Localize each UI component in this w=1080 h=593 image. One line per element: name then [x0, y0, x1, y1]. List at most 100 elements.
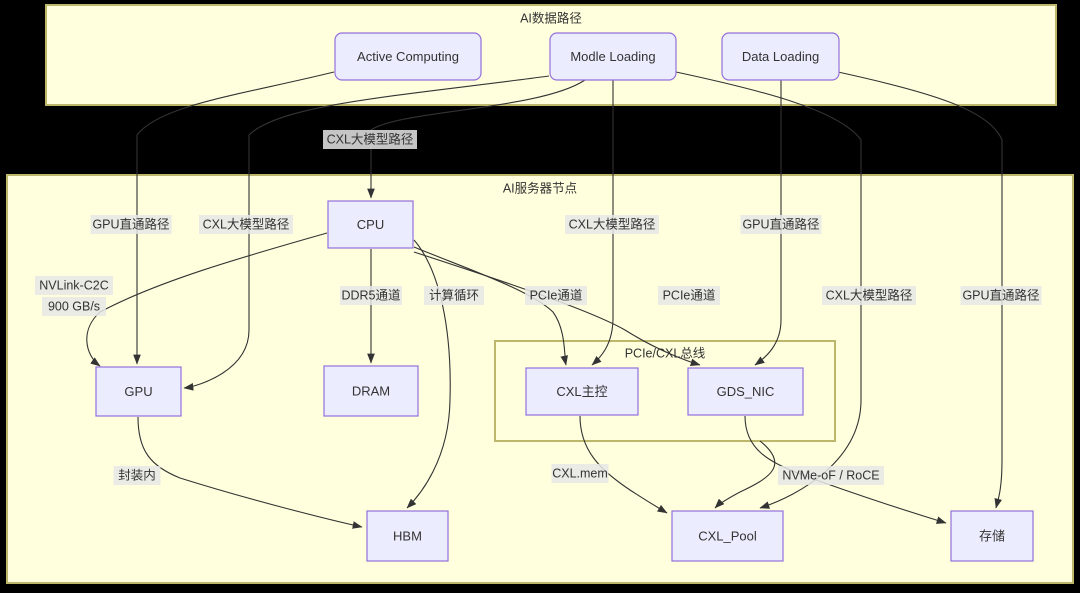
node-gds-nic-label: GDS_NIC [717, 384, 775, 399]
e-modle-to-cxlpool [675, 71, 862, 509]
lbl-nvmeof-roce-bg [778, 466, 884, 485]
e-cpu-to-gdsnic [413, 251, 701, 367]
lbl-gpu-direct-1: GPU直通路径 [90, 215, 172, 234]
lbl-compute-loop: 计算循环 [424, 286, 484, 305]
e-cpu-to-gpu-nvlink [86, 232, 328, 367]
cluster-pcie-cxl-bus-title: PCIe/CXL总线 [625, 346, 706, 360]
lbl-cxl-mem-bg [551, 464, 609, 483]
lbl-cxl-path-top-bg [323, 130, 417, 149]
lbl-cxl-path-1-text: CXL大模型路径 [203, 216, 290, 231]
lbl-cxl-path-2-bg [565, 215, 659, 234]
node-gds-nic[interactable]: GDS_NIC [687, 367, 804, 416]
node-storage[interactable]: 存储 [950, 510, 1034, 562]
lbl-gpu-direct-3: GPU直通路径 [960, 286, 1042, 305]
edge-label-group: CXL大模型路径 GPU直通路径 CXL大模型路径 CXL大模型路径 GPU直通路径 NV… [35, 130, 1042, 485]
node-dram-label: DRAM [352, 383, 390, 398]
node-data-loading-label: Data Loading [742, 49, 819, 64]
lbl-cxl-path-top: CXL大模型路径 [323, 130, 417, 149]
node-cpu-label: CPU [357, 217, 384, 232]
node-data-loading-box[interactable] [721, 32, 840, 81]
lbl-ddr5: DDR5通道 [340, 286, 402, 305]
lbl-nvmeof-roce: NVMe-oF / RoCE [778, 466, 884, 485]
node-group: Active Computing Modle Loading Data Loadin… [95, 32, 1034, 562]
lbl-cxl-path-3: CXL大模型路径 [822, 286, 916, 305]
node-modle-loading-box[interactable] [549, 32, 677, 81]
e-gdsnic-to-cxlpool-x [714, 440, 776, 509]
node-dram[interactable]: DRAM [323, 365, 419, 417]
lbl-cxl-path-1-bg [199, 215, 293, 234]
node-active-computing-box[interactable] [334, 32, 482, 81]
node-hbm[interactable]: HBM [366, 510, 449, 562]
lbl-gpu-direct-3-bg [960, 286, 1042, 305]
lbl-nvlink-line2-text: 900 GB/s [48, 299, 100, 313]
node-active-computing-label: Active Computing [357, 49, 459, 64]
node-cxl-pool-label: CXL_Pool [698, 528, 757, 543]
node-storage-label: 存储 [979, 528, 1005, 543]
lbl-cxl-path-3-bg [822, 286, 916, 305]
e-cxlctrl-to-cxlpool [579, 415, 668, 514]
lbl-gpu-direct-1-text: GPU直通路径 [92, 216, 169, 231]
lbl-ddr5-text: DDR5通道 [341, 288, 401, 302]
e-cpu-to-hbm [406, 239, 451, 509]
lbl-gpu-direct-2-bg [740, 215, 822, 234]
lbl-nvlink-line1-bg [35, 276, 113, 295]
lbl-pcie-2-text: PCIe通道 [663, 288, 716, 302]
node-modle-loading-label: Modle Loading [570, 49, 655, 64]
cluster-ai-data-path-title: AI数据路径 [520, 10, 582, 25]
lbl-pcie-2: PCIe通道 [658, 286, 720, 305]
node-gds-nic-box[interactable] [687, 367, 804, 416]
lbl-nvlink-line1: NVLink-C2C [35, 276, 113, 295]
node-hbm-box[interactable] [366, 510, 449, 562]
node-cxl-controller[interactable]: CXL主控 [525, 367, 639, 416]
lbl-in-package: 封装内 [113, 466, 161, 485]
node-cxl-pool-box[interactable] [671, 510, 784, 562]
cluster-ai-server-node-title: AI服务器节点 [503, 180, 577, 195]
lbl-compute-loop-text: 计算循环 [429, 287, 479, 302]
lbl-cxl-path-3-text: CXL大模型路径 [826, 287, 913, 302]
node-gpu-label: GPU [124, 384, 152, 399]
node-gpu[interactable]: GPU [95, 366, 182, 417]
lbl-pcie-1: PCIe通道 [525, 286, 587, 305]
lbl-cxl-path-2: CXL大模型路径 [565, 215, 659, 234]
node-storage-box[interactable] [950, 510, 1034, 562]
node-cxl-controller-label: CXL主控 [556, 384, 607, 399]
lbl-pcie-1-bg [525, 286, 587, 305]
lbl-pcie-2-bg [658, 286, 720, 305]
node-cxl-pool[interactable]: CXL_Pool [671, 510, 784, 562]
lbl-in-package-text: 封装内 [118, 468, 156, 482]
node-dram-box[interactable] [323, 365, 419, 417]
lbl-in-package-bg [113, 466, 161, 485]
e-modle-to-gpu [183, 75, 550, 391]
node-active-computing[interactable]: Active Computing [334, 32, 482, 81]
lbl-cxl-path-2-text: CXL大模型路径 [569, 216, 656, 231]
node-hbm-label: HBM [393, 528, 422, 543]
lbl-pcie-1-text: PCIe通道 [530, 288, 583, 302]
e-modle-to-cxlctrl [591, 80, 614, 366]
lbl-compute-loop-bg [424, 286, 484, 305]
lbl-gpu-direct-2-text: GPU直通路径 [742, 216, 819, 231]
node-modle-loading[interactable]: Modle Loading [549, 32, 677, 81]
lbl-gpu-direct-1-bg [90, 215, 172, 234]
e-gpu-to-hbm [137, 416, 363, 529]
lbl-gpu-direct-2: GPU直通路径 [740, 215, 822, 234]
lbl-nvlink-line2-bg [42, 297, 106, 316]
e-data-to-gdsnic [754, 80, 782, 366]
lbl-cxl-path-1: CXL大模型路径 [199, 215, 293, 234]
node-cpu-box[interactable] [327, 200, 414, 249]
node-cxl-controller-box[interactable] [525, 367, 639, 416]
lbl-nvlink-line1-text: NVLink-C2C [39, 278, 108, 292]
lbl-nvlink-line2: 900 GB/s [42, 297, 106, 316]
lbl-ddr5-bg [340, 286, 402, 305]
node-gpu-box[interactable] [95, 366, 182, 417]
lbl-nvmeof-roce-text: NVMe-oF / RoCE [782, 468, 879, 482]
e-active-to-gpu [133, 71, 335, 365]
e-modle-to-cpu [367, 79, 586, 199]
node-data-loading[interactable]: Data Loading [721, 32, 840, 81]
lbl-cxl-mem: CXL.mem [551, 464, 609, 483]
lbl-cxl-path-top-text: CXL大模型路径 [327, 131, 414, 146]
lbl-cxl-mem-text: CXL.mem [552, 466, 608, 480]
node-cpu[interactable]: CPU [327, 200, 414, 249]
lbl-gpu-direct-3-text: GPU直通路径 [962, 287, 1039, 302]
